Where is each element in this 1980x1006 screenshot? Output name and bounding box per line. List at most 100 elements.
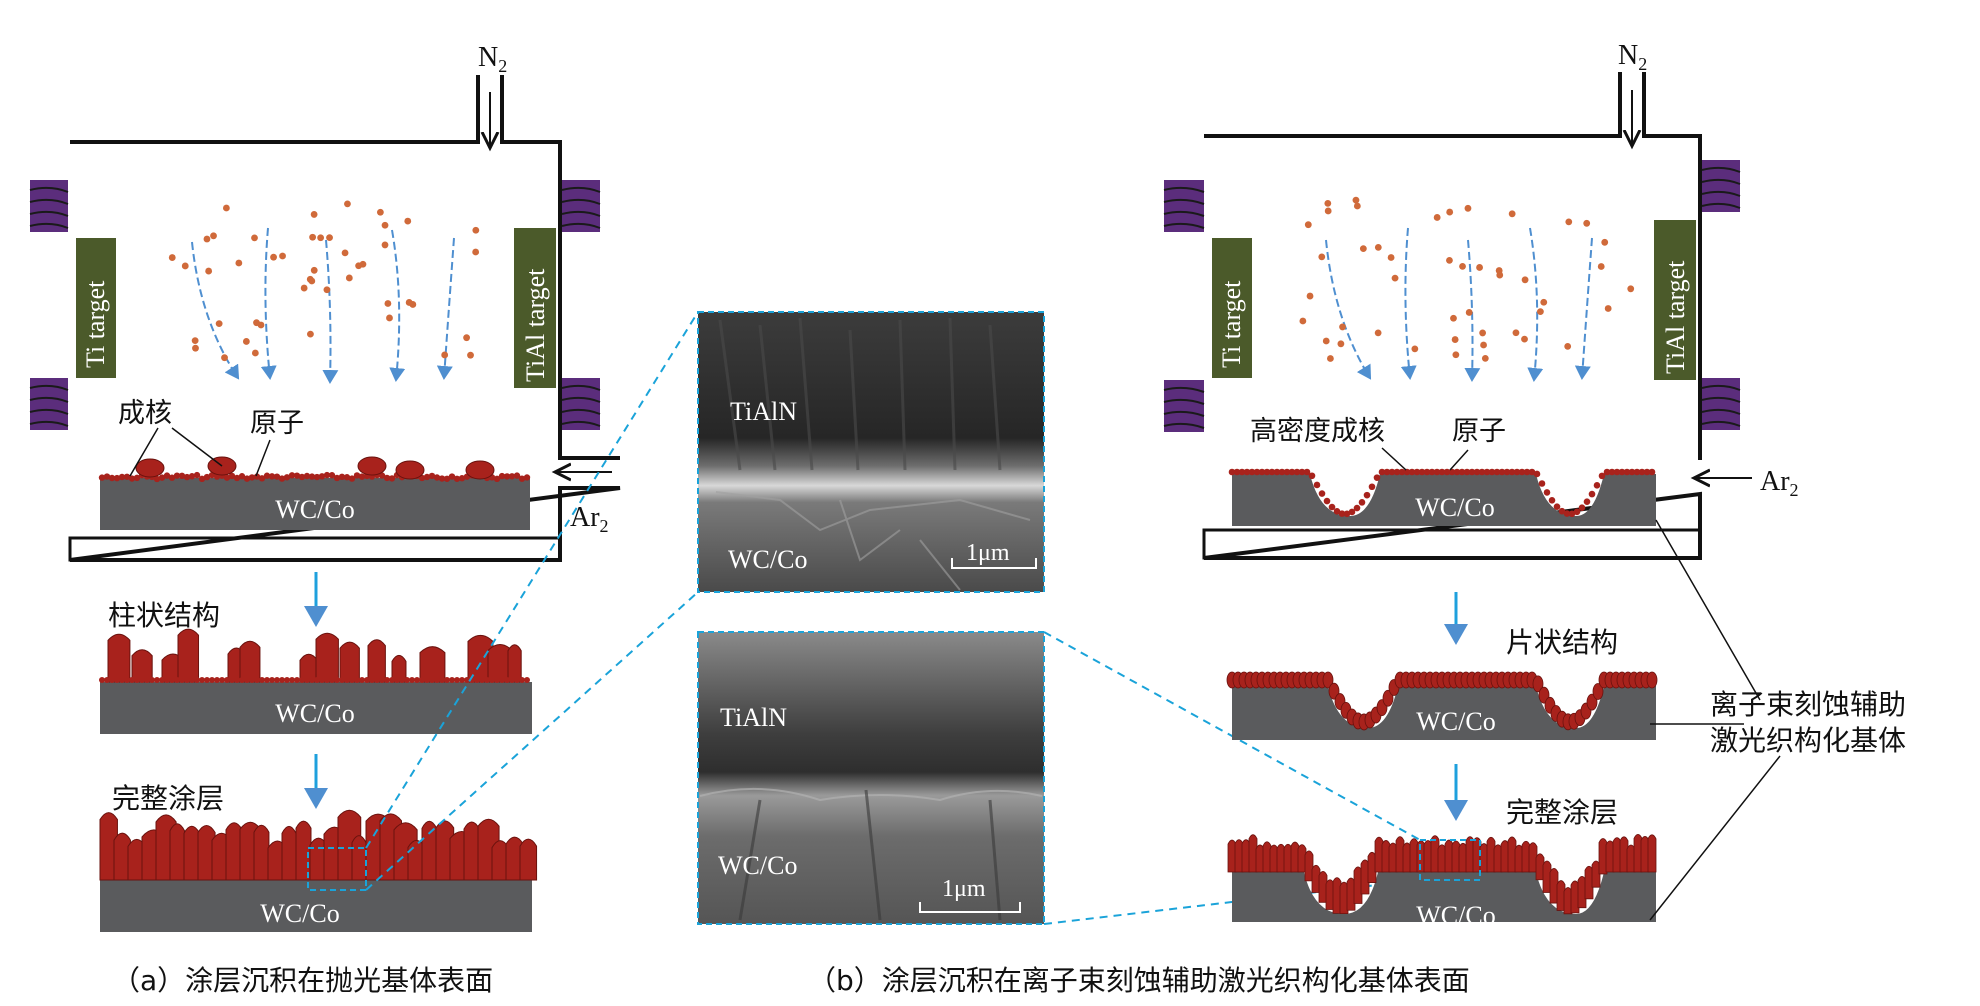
left-nucleation-label: 成核 — [118, 398, 172, 429]
nucleus — [163, 472, 171, 479]
atom — [1479, 329, 1487, 337]
atom — [381, 221, 389, 229]
column-grain — [1528, 842, 1538, 873]
column-grain — [197, 825, 216, 881]
atom — [1327, 355, 1334, 362]
nucleus — [114, 677, 120, 683]
atom — [381, 241, 389, 249]
atom — [1433, 214, 1441, 221]
right-atom-label: 原子 — [1452, 416, 1506, 447]
nucleus — [1498, 468, 1506, 476]
nucleus — [349, 677, 355, 683]
left-ar2-label: Ar2 — [570, 502, 609, 536]
nucleus — [1618, 468, 1626, 476]
column-grain — [1507, 836, 1517, 873]
nucleus — [423, 473, 431, 481]
right-zoom-box — [1419, 839, 1481, 881]
left-coil-top-left — [29, 180, 69, 232]
nucleus — [188, 473, 196, 480]
nucleus — [1373, 474, 1381, 481]
left-tial-target — [514, 228, 556, 388]
nucleus — [294, 677, 300, 683]
nucleus — [268, 473, 276, 480]
nucleus — [1558, 507, 1566, 515]
nucleus — [1578, 504, 1586, 512]
atom — [310, 266, 318, 274]
nucleus — [264, 677, 270, 683]
atom — [309, 233, 317, 241]
flake-grain — [1646, 671, 1658, 689]
left-nuclei-layer — [98, 456, 531, 483]
column-grain — [295, 820, 312, 881]
nucleus — [299, 677, 305, 683]
atom — [1480, 341, 1487, 349]
atom — [1306, 292, 1314, 300]
nucleus — [1613, 468, 1621, 476]
atom — [1324, 199, 1332, 207]
atom — [1452, 351, 1460, 359]
nucleus — [323, 471, 331, 479]
nucleus — [1453, 468, 1461, 476]
column-grain — [1374, 836, 1384, 873]
nucleus — [168, 474, 176, 481]
nucleus — [328, 472, 336, 479]
right-plasma-flow — [1325, 227, 1593, 382]
atom — [1318, 253, 1326, 261]
nucleus — [259, 677, 265, 683]
nucleus — [1643, 468, 1651, 476]
nucleus — [1233, 468, 1241, 476]
column-grain — [1318, 870, 1328, 903]
nucleus — [1343, 510, 1351, 518]
atom — [326, 234, 333, 242]
nucleus — [1293, 468, 1301, 476]
column-grain — [1395, 836, 1405, 873]
nucleus — [339, 677, 345, 683]
nucleus — [194, 677, 200, 683]
nucleus — [519, 677, 525, 683]
atom — [1537, 308, 1544, 316]
column-grain — [281, 825, 297, 881]
nucleus — [1398, 468, 1406, 476]
nucleus — [1488, 468, 1496, 476]
nucleus — [513, 472, 521, 479]
flake-grain — [1322, 671, 1334, 689]
sem-top-scalebar — [951, 558, 1037, 569]
left-stage1-substrate-label: WC/Co — [275, 699, 354, 728]
nucleus — [263, 472, 271, 479]
nucleus — [514, 677, 520, 683]
atom — [317, 234, 325, 242]
column-grain — [519, 838, 538, 881]
flake-grain — [1382, 689, 1394, 707]
atom — [181, 262, 189, 270]
nucleus — [1588, 490, 1596, 498]
nucleus — [304, 677, 310, 683]
atom — [221, 354, 228, 362]
nucleus — [364, 677, 370, 683]
left-tial-target-label: TiAl target — [521, 268, 550, 382]
nucleus — [158, 474, 166, 481]
atom — [1352, 196, 1360, 204]
right-substrate-label: WC/Co — [1415, 493, 1494, 522]
nucleus — [178, 472, 186, 480]
nucleus — [134, 677, 140, 683]
nucleus — [278, 475, 286, 482]
left-chamber: N2 Ar2 Ti target TiAl target — [29, 42, 621, 562]
nucleus — [1598, 472, 1606, 480]
atom — [251, 234, 258, 242]
nucleus — [198, 475, 206, 483]
sem-top-scale-label: 1μm — [966, 540, 1010, 566]
left-full-coating-stage: 完整涂层 WC/Co — [99, 782, 538, 932]
right-atom-leader — [1449, 449, 1469, 471]
nucleus — [1528, 468, 1536, 476]
column-grain — [1297, 844, 1307, 873]
atom — [341, 249, 349, 257]
column-grain — [183, 825, 201, 881]
sem-image-top: TiAlN WC/Co 1μm — [697, 311, 1045, 593]
nucleus-cluster — [135, 458, 165, 478]
nucleus — [379, 677, 385, 683]
nucleus — [149, 677, 155, 683]
nucleus — [374, 677, 380, 683]
sem-bottom-scalebar — [919, 902, 1021, 913]
nucleus — [108, 474, 116, 482]
